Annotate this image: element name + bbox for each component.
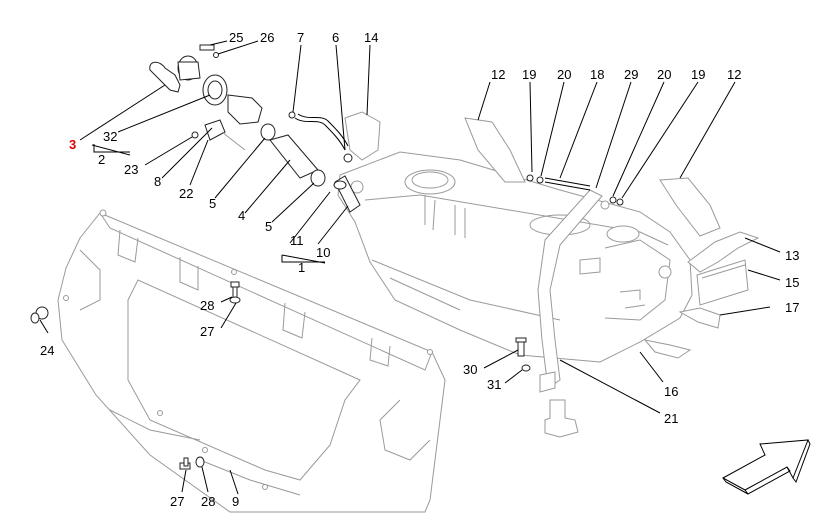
part-label[interactable]: 20: [657, 67, 671, 82]
part-label[interactable]: 10: [316, 245, 330, 260]
part-label[interactable]: 18: [590, 67, 604, 82]
filler-neck-flange: [202, 74, 228, 106]
part-label[interactable]: 17: [785, 300, 799, 315]
part-number-labels: 25 26 7 6 14 3 32 2 23 8 22 5 4 5 11 10 …: [40, 30, 799, 509]
part-label[interactable]: 9: [232, 494, 239, 509]
vent-hose-6: [288, 111, 353, 163]
part-label[interactable]: 20: [557, 67, 571, 82]
part-label[interactable]: 23: [124, 162, 138, 177]
filler-pipe-1: [333, 175, 361, 213]
part-label[interactable]: 26: [260, 30, 274, 45]
heat-shield-14: [344, 111, 381, 161]
part-label[interactable]: 30: [463, 362, 477, 377]
part-label[interactable]: 4: [238, 208, 245, 223]
part-label[interactable]: 2: [98, 152, 105, 167]
part-label[interactable]: 27: [200, 324, 214, 339]
filler-hose-4: [269, 134, 319, 179]
drain-22: [204, 119, 246, 151]
filler-cap-25: [199, 44, 215, 51]
washer-28-upper: [229, 296, 241, 304]
part-label[interactable]: 5: [209, 196, 216, 211]
nut-24: [30, 306, 49, 324]
part-label[interactable]: 7: [297, 30, 304, 45]
part-label[interactable]: 27: [170, 494, 184, 509]
underbody-shield-panel: [57, 209, 446, 513]
part-label[interactable]: 12: [727, 67, 741, 82]
part-label[interactable]: 5: [265, 219, 272, 234]
part-label[interactable]: 6: [332, 30, 339, 45]
clamp-8: [191, 131, 199, 139]
part-label[interactable]: 16: [664, 384, 678, 399]
part-label[interactable]: 28: [200, 298, 214, 313]
washer-31: [521, 364, 531, 372]
washer-26: [213, 52, 219, 58]
part-label[interactable]: 8: [154, 174, 161, 189]
pad-13: [687, 231, 760, 273]
tank-strap: [537, 189, 603, 393]
pad-17: [678, 307, 721, 329]
filler-housing-32: [227, 94, 263, 125]
part-label[interactable]: 15: [785, 275, 799, 290]
part-label[interactable]: 31: [487, 377, 501, 392]
part-label[interactable]: 28: [201, 494, 215, 509]
pad-15: [696, 259, 749, 306]
part-label[interactable]: 14: [364, 30, 378, 45]
hose-clamp-5-lower: [310, 169, 326, 187]
hose-clamp-5-upper: [260, 123, 276, 141]
part-label[interactable]: 13: [785, 248, 799, 263]
part-label[interactable]: 21: [664, 411, 678, 426]
leader-lines: [39, 40, 781, 495]
direction-arrow: [721, 439, 811, 495]
part-label[interactable]: 19: [522, 67, 536, 82]
support-foot: [544, 399, 579, 438]
part-label-highlighted[interactable]: 3: [69, 137, 76, 152]
part-label[interactable]: 24: [40, 343, 54, 358]
part-label[interactable]: 1: [298, 260, 305, 275]
insulation-pad-left: [464, 117, 526, 183]
insulation-pad-right: [659, 177, 721, 237]
bolt-27-lower: [179, 457, 191, 470]
bolt-30: [515, 337, 527, 357]
part-label[interactable]: 11: [290, 233, 304, 248]
filler-cap-assembly: [149, 55, 201, 93]
part-label[interactable]: 12: [491, 67, 505, 82]
part-label[interactable]: 25: [229, 30, 243, 45]
tension-rod: [526, 174, 624, 206]
part-label[interactable]: 22: [179, 186, 193, 201]
pad-16: [643, 339, 692, 359]
part-label[interactable]: 29: [624, 67, 638, 82]
part-label[interactable]: 32: [103, 129, 117, 144]
washer-28-lower: [195, 456, 205, 468]
part-label[interactable]: 19: [691, 67, 705, 82]
fuel-tank: [337, 151, 693, 363]
